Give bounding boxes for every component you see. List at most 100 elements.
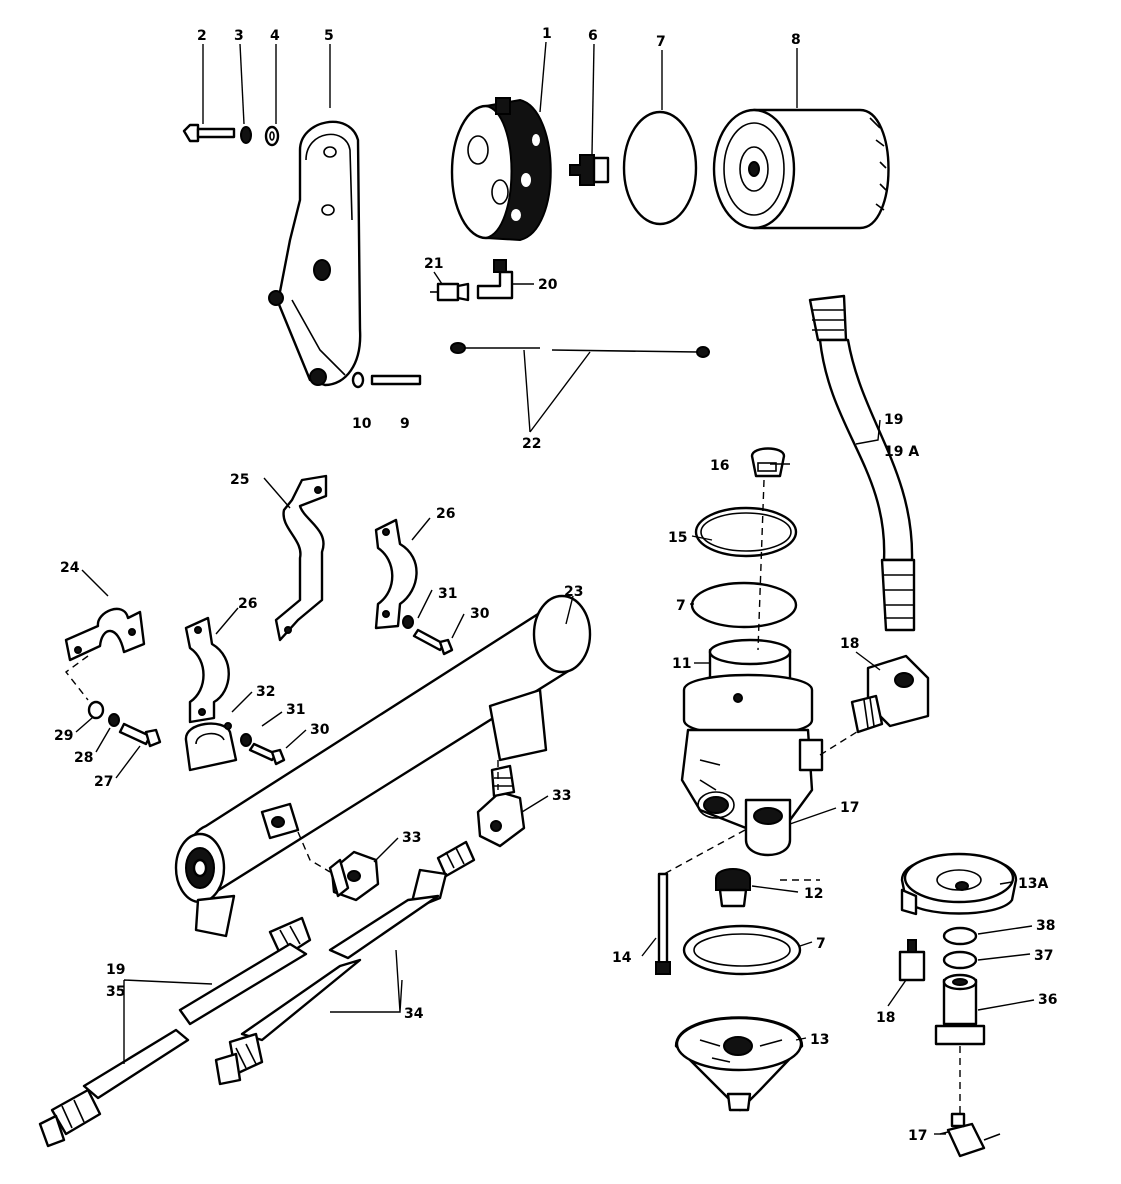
callout-6: 6 — [588, 28, 598, 44]
part-31-lock-washer-upper — [402, 615, 414, 629]
callout-3: 3 — [234, 28, 244, 44]
callout-37: 37 — [1034, 948, 1053, 964]
assembly-line-11 — [757, 479, 765, 651]
callout-13A: 13A — [1018, 876, 1048, 892]
part-33-fitting-upper — [476, 764, 526, 848]
part-23-oil-cooler — [174, 594, 592, 938]
part-36-hollow-bolt — [934, 973, 986, 1046]
callout-19: 19 — [884, 412, 903, 428]
callout-30: 30 — [470, 606, 490, 622]
part-7-o-ring-middle — [690, 581, 798, 629]
part-7-o-ring-top — [622, 110, 698, 226]
part-19-bent-oil-line — [808, 294, 916, 632]
callout-32: 32 — [256, 684, 275, 700]
part-28-lock-washer — [108, 713, 120, 727]
part-14-long-bolt — [655, 872, 671, 975]
part-21-fitting — [430, 282, 470, 302]
callout-17: 17 — [840, 800, 859, 816]
part-22-ground-wire — [450, 342, 710, 358]
callout-10: 10 — [352, 416, 372, 432]
callout-7: 7 — [656, 34, 666, 50]
part-30-screw-upper — [412, 628, 454, 656]
part-38-washer — [942, 926, 978, 946]
part-37-washer — [942, 950, 978, 970]
callout-18-lower: 18 — [876, 1010, 895, 1026]
part-6-plug — [569, 154, 610, 186]
callout-33-lower: 33 — [402, 830, 421, 846]
part-18-elbow-fitting — [850, 654, 930, 734]
part-24-clamp — [64, 607, 146, 662]
part-18-small-fitting — [898, 939, 926, 982]
callout-26: 26 — [436, 506, 455, 522]
part-26-clamp-left — [184, 616, 230, 724]
callout-27: 27 — [94, 774, 113, 790]
part-3-lock-washer — [240, 126, 252, 144]
callout-19-lower: 19 — [106, 962, 125, 978]
callout-31: 31 — [438, 586, 457, 602]
callout-4: 4 — [270, 28, 280, 44]
part-26-clamp-right — [374, 518, 418, 630]
callout-15: 15 — [668, 530, 687, 546]
part-27-bolt — [118, 722, 162, 748]
callout-11: 11 — [672, 656, 691, 672]
assembly-line-24 — [65, 655, 89, 701]
callout-20: 20 — [538, 277, 558, 293]
callout-12: 12 — [804, 886, 823, 902]
callout-5: 5 — [324, 28, 334, 44]
callout-36: 36 — [1038, 992, 1057, 1008]
part-33-fitting-lower — [328, 850, 380, 902]
part-34-hose — [214, 840, 476, 1086]
callout-8: 8 — [791, 32, 801, 48]
part-10-washer — [351, 371, 365, 389]
part-7-o-ring-lower — [682, 924, 802, 976]
part-1-filter-adapter — [450, 97, 552, 242]
part-11-filter-base — [680, 638, 824, 857]
callout-31-lower: 31 — [286, 702, 305, 718]
part-5-bracket — [268, 120, 362, 387]
callout-7-lower: 7 — [816, 936, 826, 952]
callout-25: 25 — [230, 472, 249, 488]
callout-2: 2 — [197, 28, 207, 44]
assembly-line-18 — [819, 729, 861, 756]
callout-28: 28 — [74, 750, 93, 766]
callout-38: 38 — [1036, 918, 1055, 934]
callout-1: 1 — [542, 26, 552, 42]
callout-35: 35 — [106, 984, 125, 1000]
part-17-tee-fitting — [939, 1112, 1001, 1158]
callout-23: 23 — [564, 584, 583, 600]
part-29-washer — [87, 700, 105, 720]
leader-lines — [75, 41, 1035, 1135]
callout-18: 18 — [840, 636, 859, 652]
part-13A-remote-adapter — [900, 852, 1018, 916]
callout-7-middle: 7 — [676, 598, 686, 614]
callout-17-lower: 17 — [908, 1128, 927, 1144]
callout-33: 33 — [552, 788, 571, 804]
callout-24: 24 — [60, 560, 80, 576]
callout-29: 29 — [54, 728, 73, 744]
callout-26-left: 26 — [238, 596, 257, 612]
part-25-clamp — [274, 474, 328, 642]
callout-22: 22 — [522, 436, 541, 452]
part-31-lock-washer-lower — [240, 733, 252, 747]
callout-19A: 19 A — [884, 444, 919, 460]
part-15-ring — [694, 506, 798, 558]
part-20-elbow — [476, 259, 514, 300]
part-8-oil-filter — [712, 108, 890, 230]
callout-30-lower: 30 — [310, 722, 330, 738]
callout-labels: 2 3 4 5 1 6 7 8 21 20 10 9 22 19 19 A 16… — [54, 26, 1057, 1144]
callout-14: 14 — [612, 950, 632, 966]
callout-16: 16 — [710, 458, 729, 474]
callout-21: 21 — [424, 256, 443, 272]
callout-13: 13 — [810, 1032, 829, 1048]
assembly-line-14 — [663, 829, 746, 875]
part-16-plug — [750, 447, 786, 478]
callout-9: 9 — [400, 416, 410, 432]
part-4-washer — [264, 125, 280, 147]
part-30-screw-lower — [248, 742, 286, 766]
assembly-line-33b — [297, 831, 331, 873]
part-32-small-clamp — [184, 722, 238, 772]
part-13-filter-cover — [674, 1016, 804, 1112]
part-12-plug — [715, 868, 751, 908]
part-2-bolt — [182, 123, 236, 143]
